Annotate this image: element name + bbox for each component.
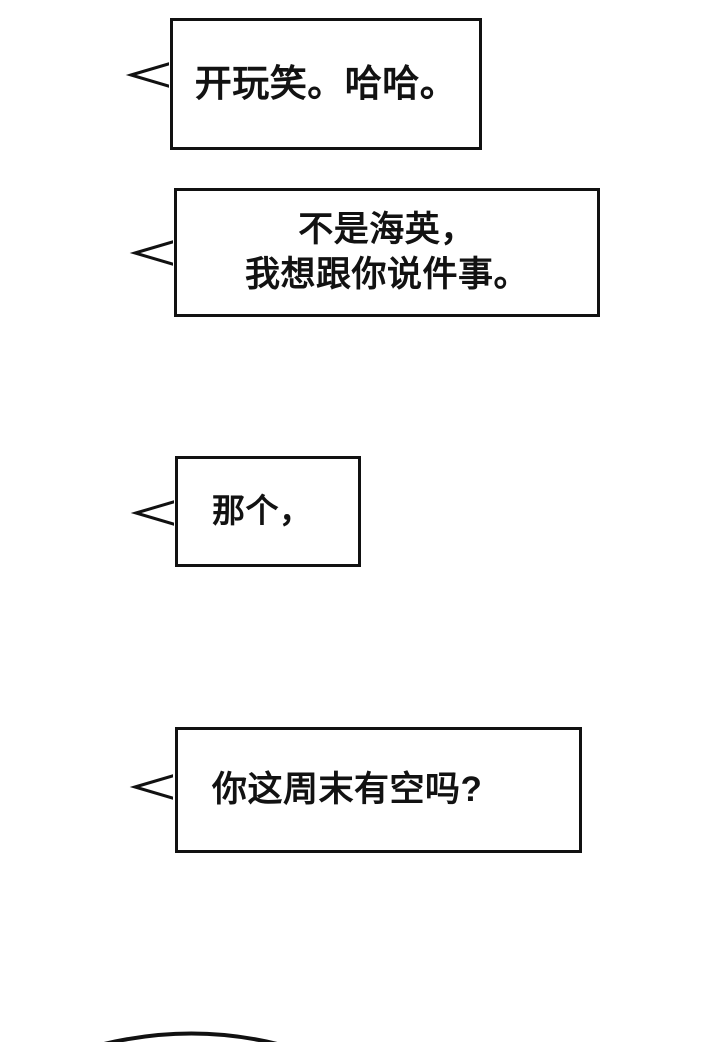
speech-bubble-4[interactable]: 你这周末有空吗? [175,727,582,853]
speech-bubble-1[interactable]: 开玩笑。哈哈。 [170,18,482,150]
speech-bubble-3[interactable]: 那个， [175,456,361,567]
speech-bubble-2-text: 不是海英， 我想跟你说件事。 [244,209,529,294]
speech-bubble-tail-2 [129,236,181,270]
speech-bubble-1-text: 开玩笑。哈哈。 [194,62,458,104]
speech-bubble-3-text: 那个， [212,492,313,530]
speech-bubble-2[interactable]: 不是海英， 我想跟你说件事。 [174,188,600,317]
character-head-outline-cropped [0,1000,720,1042]
speech-bubble-tail-1 [125,58,177,92]
speech-bubble-tail-4 [129,770,181,804]
speech-bubble-4-text: 你这周末有空吗? [212,770,483,810]
speech-bubble-tail-3 [130,496,182,530]
